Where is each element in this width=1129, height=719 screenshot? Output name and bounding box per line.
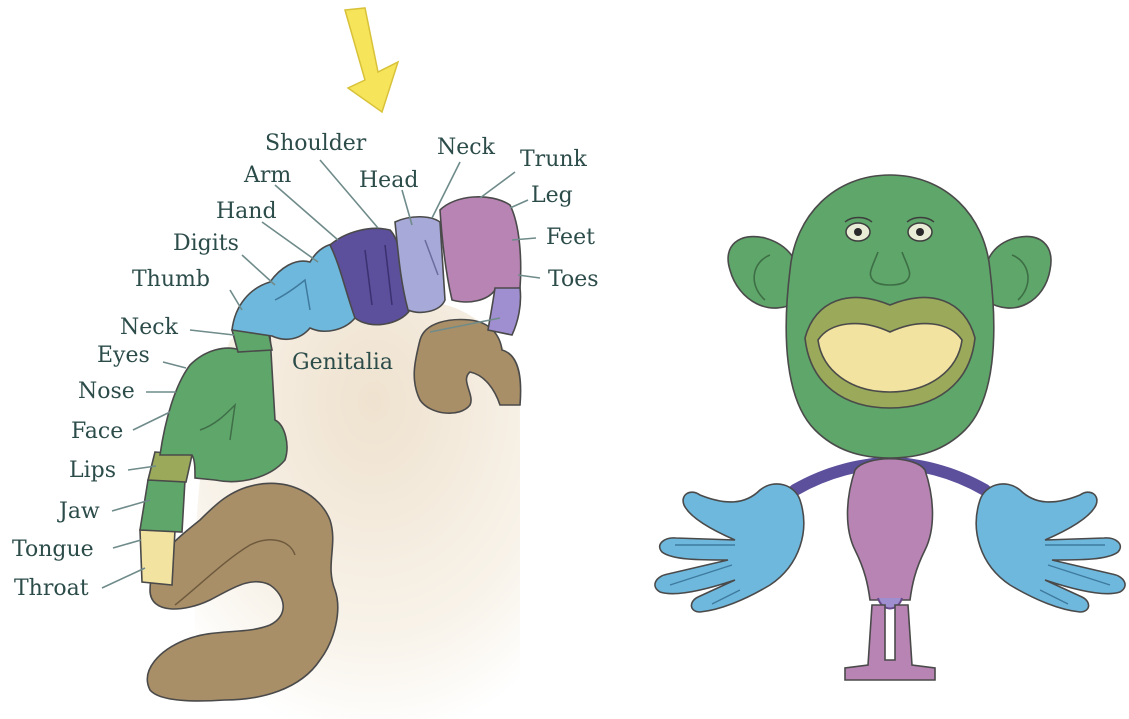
legs [845,605,935,680]
label-genitalia: Genitalia [292,350,393,375]
label-face: Face [71,419,123,444]
label-arm: Arm [243,163,291,188]
label-neck-top: Neck [437,135,496,160]
label-leg: Leg [531,183,573,208]
region-trunk [440,197,521,302]
label-shoulder: Shoulder [265,131,367,156]
label-toes: Toes [548,267,599,292]
label-neck-left: Neck [120,315,179,340]
label-trunk: Trunk [520,147,588,172]
label-throat: Throat [14,576,89,601]
hand-right [976,484,1125,612]
arrow-icon [345,8,398,112]
label-head: Head [359,168,418,193]
label-digits: Digits [173,231,239,256]
region-jaw [140,480,185,532]
label-lips: Lips [69,458,116,483]
trunk [848,459,933,600]
label-hand: Hand [216,199,277,224]
label-jaw: Jaw [57,499,100,524]
ear-right [984,237,1051,309]
hand-left [655,484,804,612]
region-throat [140,530,175,585]
label-eyes: Eyes [97,343,150,368]
homunculus [655,175,1125,680]
label-nose: Nose [78,379,135,404]
label-tongue: Tongue [12,537,94,562]
region-toes [488,288,521,335]
label-feet: Feet [546,225,595,250]
label-thumb: Thumb [132,267,210,292]
